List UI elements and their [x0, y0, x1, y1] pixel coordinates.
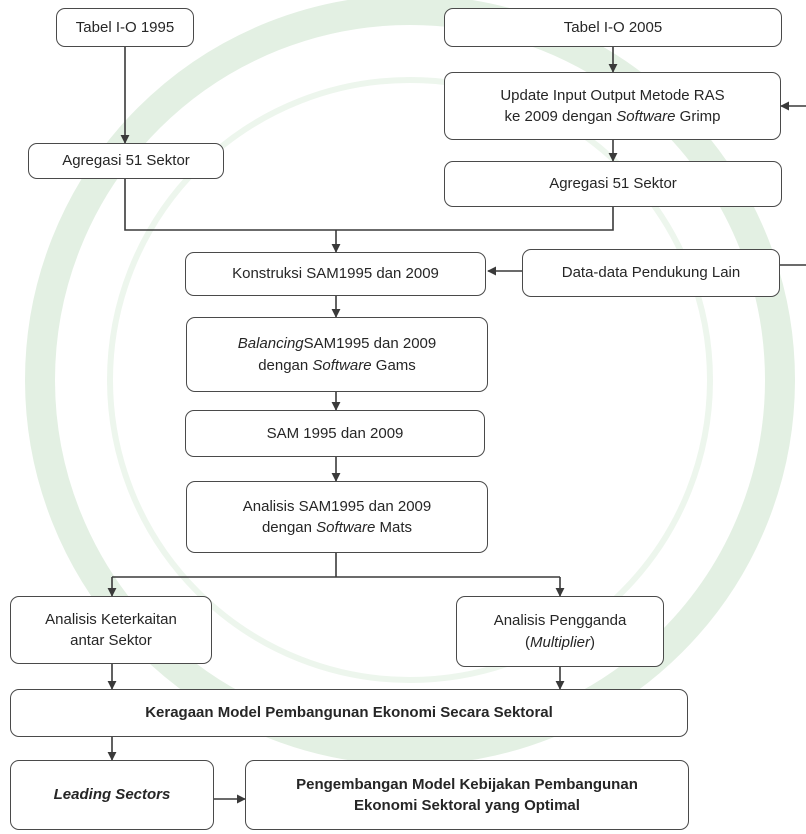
node-agregasi-left-label: Agregasi 51 Sektor	[62, 152, 190, 170]
node-pengganda: Analisis Pengganda (Multiplier)	[456, 596, 664, 667]
node-analisis-sam: Analisis SAM1995 dan 2009 dengan Softwar…	[186, 481, 488, 553]
node-leading-sectors-label: Leading Sectors	[53, 786, 171, 804]
node-balancing-line2: dengan Software Gams	[258, 356, 416, 374]
node-data-pendukung-label: Data-data Pendukung Lain	[561, 264, 741, 282]
node-analisis-sam-line2: dengan Software Mats	[261, 519, 413, 536]
node-pengganda-line2: (Multiplier)	[524, 633, 595, 651]
node-keterkaitan: Analisis Keterkaitan antar Sektor	[10, 596, 212, 664]
merge-line-agregasi	[124, 178, 614, 231]
node-keragaan: Keragaan Model Pembangunan Ekonomi Secar…	[10, 689, 688, 737]
node-keterkaitan-line1: Analisis Keterkaitan	[45, 610, 177, 628]
node-tabel-io-1995: Tabel I-O 1995	[56, 8, 194, 47]
node-pengganda-line1: Analisis Pengganda	[493, 612, 627, 630]
node-leading-sectors: Leading Sectors	[10, 760, 214, 830]
node-keragaan-label: Keragaan Model Pembangunan Ekonomi Secar…	[145, 704, 553, 722]
node-pengembangan: Pengembangan Model Kebijakan Pembangunan…	[245, 760, 689, 830]
node-update-io-line2: ke 2009 dengan Software Grimp	[504, 108, 721, 125]
node-data-pendukung: Data-data Pendukung Lain	[522, 249, 780, 297]
node-balancing-line1: BalancingSAM1995 dan 2009	[237, 335, 437, 353]
node-pengembangan-line2: Ekonomi Sektoral yang Optimal	[354, 797, 580, 814]
node-tabel-io-2005-label: Tabel I-O 2005	[563, 18, 663, 36]
node-agregasi-right: Agregasi 51 Sektor	[444, 161, 782, 207]
node-keterkaitan-line2: antar Sektor	[70, 632, 152, 649]
node-sam-label: SAM 1995 dan 2009	[266, 424, 404, 442]
node-agregasi-right-label: Agregasi 51 Sektor	[549, 175, 677, 193]
node-agregasi-left: Agregasi 51 Sektor	[28, 143, 224, 179]
node-update-io-line1: Update Input Output Metode RAS	[500, 86, 725, 104]
node-balancing: BalancingSAM1995 dan 2009 dengan Softwar…	[186, 317, 488, 392]
node-sam: SAM 1995 dan 2009	[185, 410, 485, 457]
node-pengembangan-line1: Pengembangan Model Kebijakan Pembangunan	[296, 775, 638, 793]
node-tabel-io-2005: Tabel I-O 2005	[444, 8, 782, 47]
node-update-io: Update Input Output Metode RAS ke 2009 d…	[444, 72, 781, 140]
node-konstruksi-sam: Konstruksi SAM1995 dan 2009	[185, 252, 486, 296]
node-analisis-sam-line1: Analisis SAM1995 dan 2009	[242, 497, 432, 515]
node-tabel-io-1995-label: Tabel I-O 1995	[75, 18, 175, 36]
node-konstruksi-sam-label: Konstruksi SAM1995 dan 2009	[232, 265, 439, 283]
